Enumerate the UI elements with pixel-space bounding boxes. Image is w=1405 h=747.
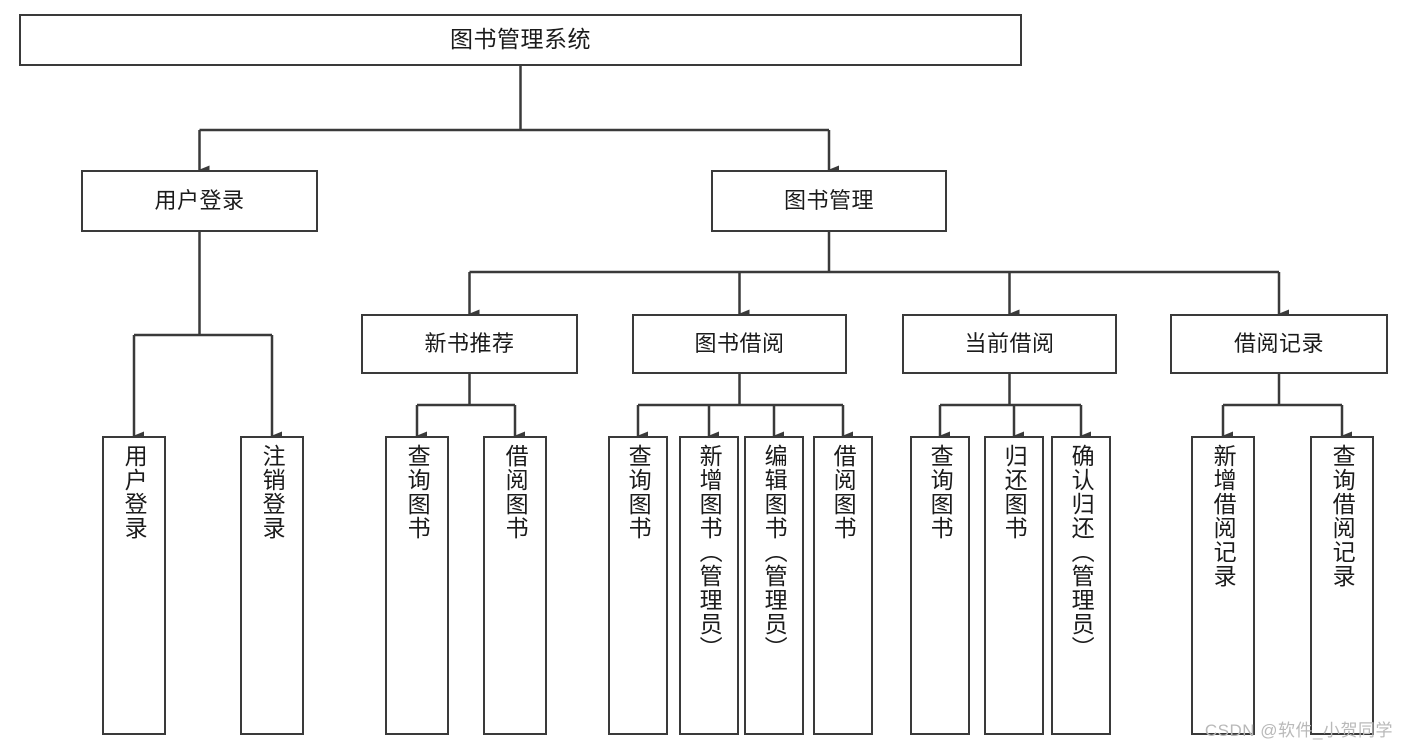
- node-label: 新书推荐: [424, 331, 515, 357]
- node-label: 图书借阅: [694, 331, 785, 357]
- node-n_borrow[interactable]: 图书借阅: [632, 314, 847, 374]
- node-label: 归还图书: [1001, 444, 1028, 540]
- node-label: 新增借阅记录: [1210, 444, 1237, 588]
- node-n_current[interactable]: 当前借阅: [902, 314, 1117, 374]
- node-label: 注销登录: [259, 444, 286, 540]
- connector-edges: [132, 66, 1352, 441]
- node-label: 确认归还（管理员）: [1068, 444, 1095, 660]
- node-l_bb_edit[interactable]: 编辑图书（管理员）: [744, 436, 804, 735]
- node-root[interactable]: 图书管理系统: [19, 14, 1022, 66]
- node-label: 编辑图书（管理员）: [761, 444, 788, 660]
- node-label: 借阅记录: [1233, 331, 1324, 357]
- node-label: 当前借阅: [964, 331, 1055, 357]
- watermark-label: CSDN @软件_小贺同学: [1204, 721, 1393, 740]
- node-l_rec_query[interactable]: 查询借阅记录: [1310, 436, 1374, 735]
- node-l_nr_query[interactable]: 查询图书: [385, 436, 449, 735]
- node-label: 用户登录: [154, 188, 245, 214]
- node-label: 借阅图书: [830, 444, 857, 540]
- node-l_nr_borrow[interactable]: 借阅图书: [483, 436, 547, 735]
- node-label: 查询图书: [927, 444, 954, 540]
- node-l_cb_query[interactable]: 查询图书: [910, 436, 970, 735]
- node-l_user_logout[interactable]: 注销登录: [240, 436, 304, 735]
- node-n_new_rec[interactable]: 新书推荐: [361, 314, 578, 374]
- node-n_user_login[interactable]: 用户登录: [81, 170, 318, 232]
- node-label: 新增图书（管理员）: [696, 444, 723, 660]
- node-l_bb_borrow[interactable]: 借阅图书: [813, 436, 873, 735]
- node-l_bb_add[interactable]: 新增图书（管理员）: [679, 436, 739, 735]
- node-label: 查询图书: [625, 444, 652, 540]
- node-label: 借阅图书: [502, 444, 529, 540]
- node-l_cb_confirm[interactable]: 确认归还（管理员）: [1051, 436, 1111, 735]
- node-n_book_manage[interactable]: 图书管理: [711, 170, 947, 232]
- node-label: 用户登录: [121, 444, 148, 540]
- node-label: 图书管理系统: [450, 26, 591, 53]
- node-l_user_login[interactable]: 用户登录: [102, 436, 166, 735]
- node-label: 查询借阅记录: [1329, 444, 1356, 588]
- node-label: 图书管理: [783, 188, 874, 214]
- node-l_cb_return[interactable]: 归还图书: [984, 436, 1044, 735]
- node-l_bb_query[interactable]: 查询图书: [608, 436, 668, 735]
- node-l_rec_add[interactable]: 新增借阅记录: [1191, 436, 1255, 735]
- node-n_records[interactable]: 借阅记录: [1170, 314, 1388, 374]
- node-label: 查询图书: [404, 444, 431, 540]
